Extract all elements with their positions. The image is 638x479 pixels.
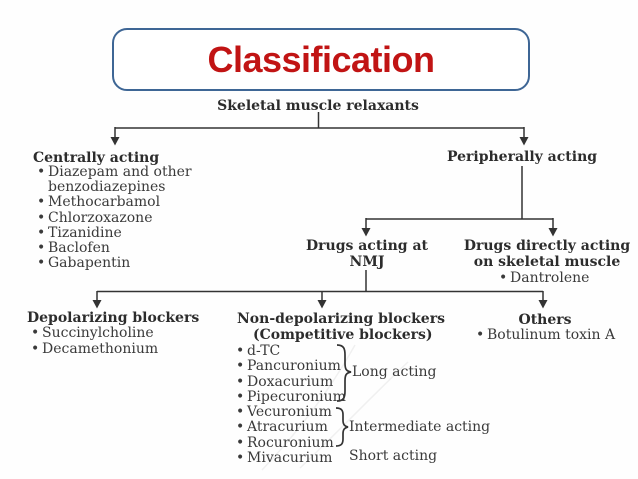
list-item: Tizanidine bbox=[37, 225, 197, 241]
tree-lines bbox=[96, 112, 554, 301]
list-item: Doxacurium bbox=[236, 374, 346, 390]
list-item: Methocarbamol bbox=[37, 195, 197, 210]
list-item: Decamethonium bbox=[31, 341, 158, 358]
slide-title: Classification bbox=[207, 38, 435, 80]
list-item: Gabapentin bbox=[37, 256, 197, 271]
direct-list: Dantrolene bbox=[499, 270, 589, 286]
list-item: Chlorzoxazone bbox=[37, 210, 197, 226]
others-list: Botulinum toxin A bbox=[476, 327, 615, 343]
list-item: Atracurium bbox=[236, 419, 346, 435]
node-direct-line1: Drugs directly acting bbox=[463, 238, 631, 254]
nondepolarizing-list: d-TC Pancuronium Doxacurium Pipecuronium… bbox=[236, 343, 346, 466]
node-nmj-line1: Drugs acting at bbox=[305, 238, 429, 254]
list-item: Succinylcholine bbox=[31, 325, 158, 342]
list-item: Rocuronium bbox=[236, 435, 346, 451]
node-centrally-acting: Centrally acting bbox=[33, 150, 160, 166]
node-nondepolarizing-line1: Non-depolarizing blockers bbox=[237, 311, 445, 327]
list-item: d-TC bbox=[236, 343, 346, 359]
list-item: Pipecuronium bbox=[236, 389, 346, 405]
list-item: Dantrolene bbox=[499, 270, 589, 286]
list-item: Botulinum toxin A bbox=[476, 327, 615, 343]
group-label-long-acting: Long acting bbox=[352, 364, 437, 380]
arrowheads bbox=[92, 137, 558, 309]
node-depolarizing: Depolarizing blockers bbox=[27, 310, 200, 326]
group-label-intermediate-acting: Intermediate acting bbox=[349, 419, 491, 435]
group-label-short-acting: Short acting bbox=[349, 448, 438, 464]
node-root: Skeletal muscle relaxants bbox=[217, 98, 419, 114]
list-item: Diazepam and other benzodiazepines bbox=[37, 164, 197, 195]
depolarizing-list: Succinylcholine Decamethonium bbox=[31, 325, 158, 358]
title-box: Classification bbox=[112, 28, 530, 91]
node-peripherally-acting: Peripherally acting bbox=[446, 149, 598, 165]
list-item: Pancuronium bbox=[236, 358, 346, 374]
centrally-acting-list: Diazepam and other benzodiazepines Metho… bbox=[37, 164, 197, 271]
node-direct-line2: on skeletal muscle bbox=[473, 254, 621, 270]
node-nmj-line2: NMJ bbox=[349, 254, 385, 270]
list-item: Vecuronium bbox=[236, 404, 346, 420]
list-item: Mivacurium bbox=[236, 450, 346, 466]
node-others: Others bbox=[518, 312, 572, 328]
node-nondepolarizing-line2: (Competitive blockers) bbox=[253, 327, 433, 343]
list-item: Baclofen bbox=[37, 240, 197, 256]
